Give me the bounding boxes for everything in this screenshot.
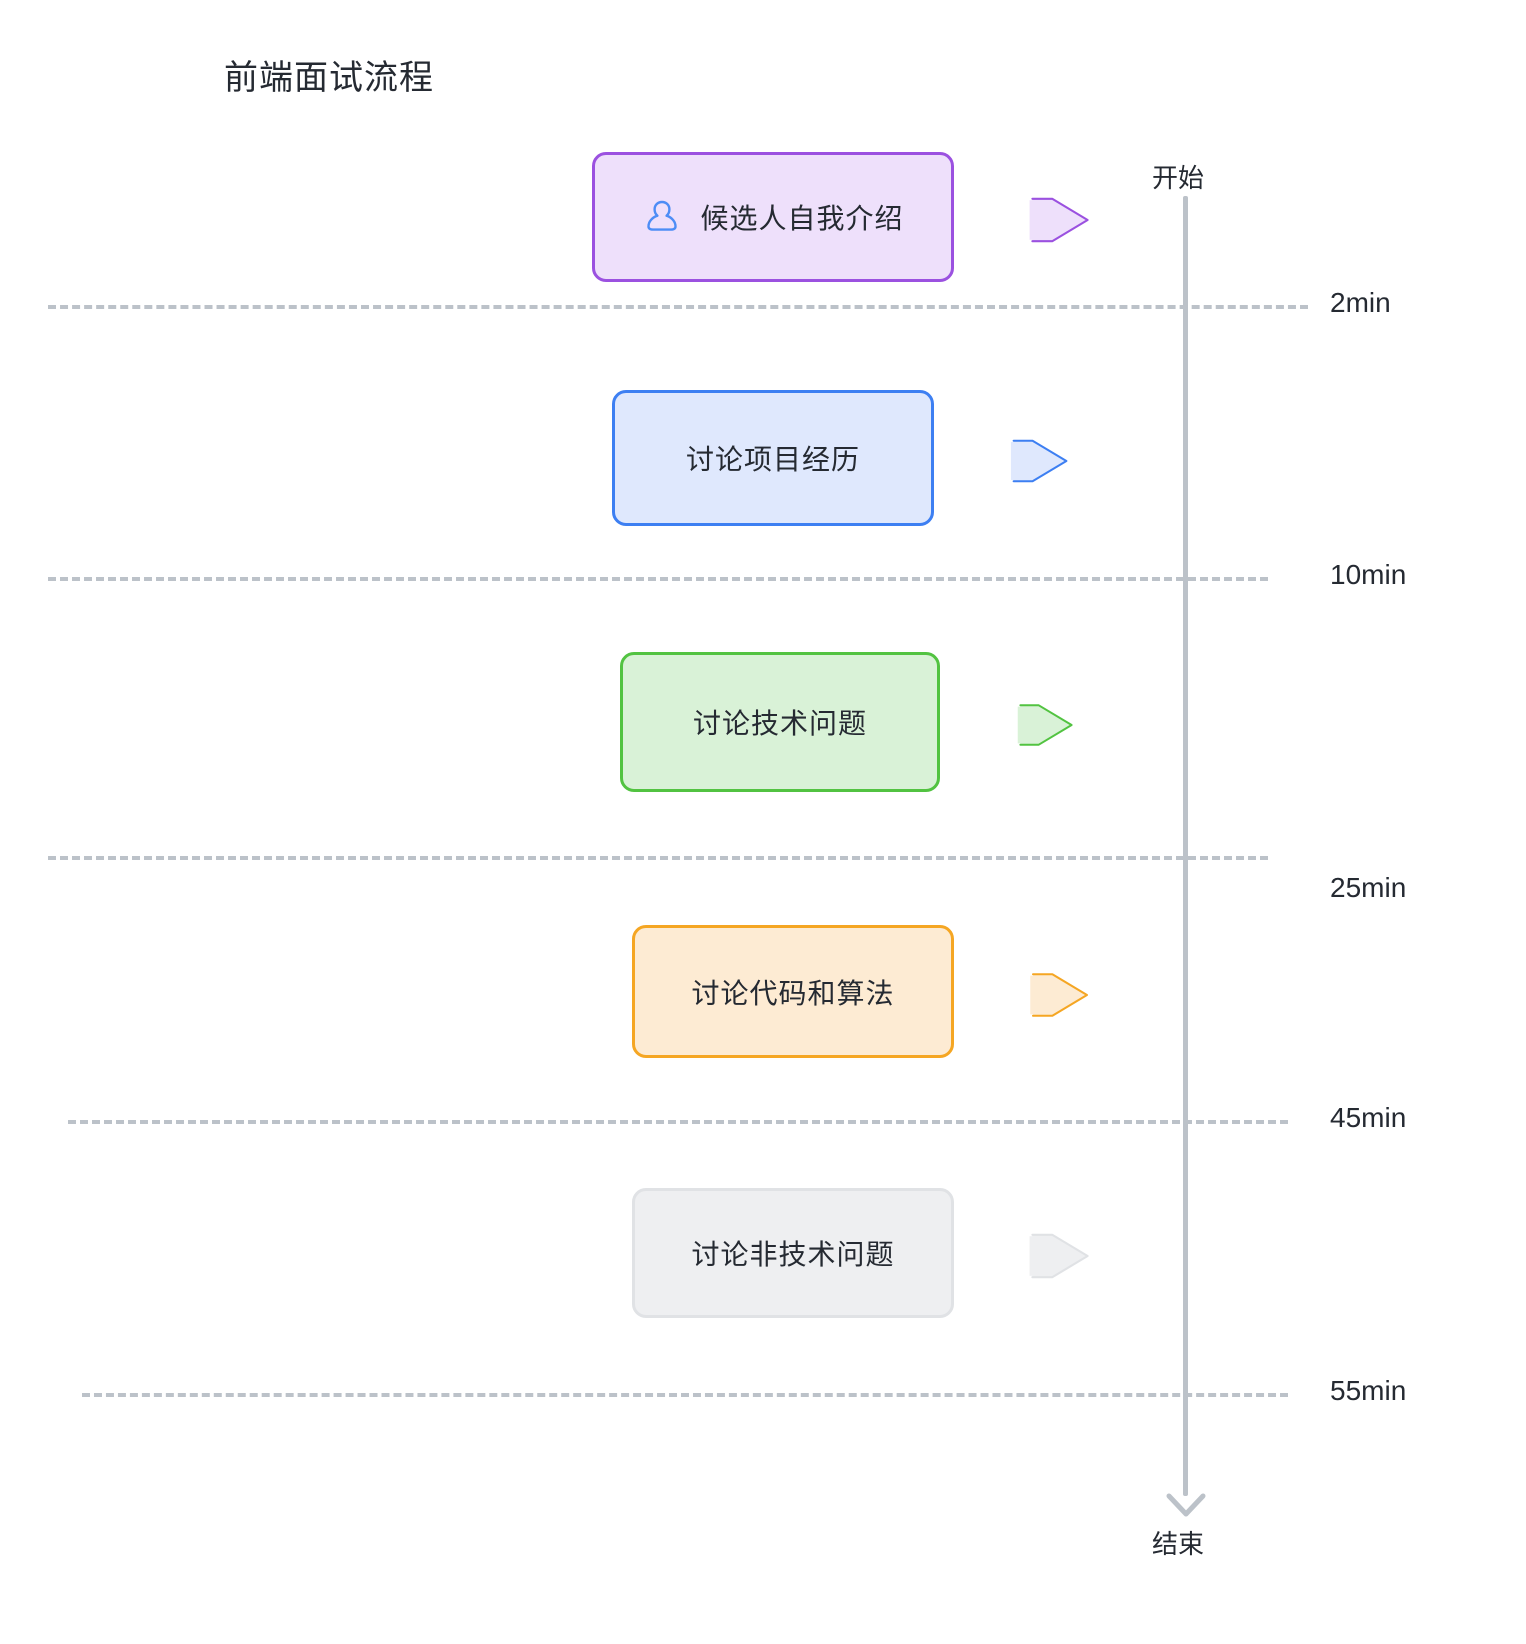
speech-bubble[interactable]: 讨论技术问题 bbox=[620, 652, 1073, 792]
bubble-content: 讨论技术问题 bbox=[693, 702, 867, 742]
speech-bubble[interactable]: 讨论项目经历 bbox=[612, 390, 1068, 526]
speech-bubble[interactable]: 候选人自我介绍 bbox=[592, 152, 1089, 282]
tick-dashed-line bbox=[48, 856, 1268, 860]
timeline-axis bbox=[1183, 196, 1188, 1496]
bubble-label: 讨论非技术问题 bbox=[691, 1239, 895, 1270]
bubble-content: 讨论代码和算法 bbox=[691, 972, 894, 1012]
bubble-tail bbox=[929, 393, 1068, 529]
bubble-label: 讨论技术问题 bbox=[692, 708, 867, 739]
page-title: 前端面试流程 bbox=[224, 59, 434, 97]
tick-label: 2min bbox=[1330, 287, 1391, 318]
tick-dashed-line bbox=[68, 1120, 1288, 1124]
bubble-tail bbox=[949, 155, 1089, 285]
stage-non-technical-questions[interactable]: 讨论非技术问题 bbox=[632, 1188, 1089, 1318]
tick-label: 10min bbox=[1330, 559, 1407, 590]
speech-bubble[interactable]: 讨论代码和算法 bbox=[632, 925, 1089, 1058]
bubble-content: 讨论非技术问题 bbox=[691, 1233, 894, 1273]
bubble-content: 讨论项目经历 bbox=[686, 438, 860, 478]
bubble-tail bbox=[949, 1191, 1089, 1321]
bubble-tail bbox=[949, 928, 1089, 1061]
stage-project-experience[interactable]: 讨论项目经历 bbox=[612, 390, 1068, 526]
bubble-label: 讨论项目经历 bbox=[685, 444, 860, 475]
tick-label: 45min bbox=[1330, 1102, 1407, 1133]
tick-label: 25min bbox=[1330, 872, 1407, 903]
tick-label: 55min bbox=[1330, 1375, 1407, 1406]
timeline-end-label: 结束 bbox=[1152, 1529, 1205, 1559]
tick-dashed-line bbox=[48, 305, 1308, 309]
stage-self-intro[interactable]: 候选人自我介绍 bbox=[592, 152, 1089, 282]
bubble-content: 候选人自我介绍 bbox=[642, 197, 903, 237]
timeline-start-label: 开始 bbox=[1152, 163, 1205, 193]
tick-dashed-line bbox=[82, 1393, 1288, 1397]
bubble-label: 候选人自我介绍 bbox=[700, 203, 904, 234]
stage-technical-questions[interactable]: 讨论技术问题 bbox=[620, 652, 1073, 792]
speech-bubble[interactable]: 讨论非技术问题 bbox=[632, 1188, 1089, 1318]
down-arrow-icon bbox=[1163, 1476, 1209, 1522]
tick-dashed-line bbox=[48, 577, 1268, 581]
stage-code-and-algorithms[interactable]: 讨论代码和算法 bbox=[632, 925, 1089, 1058]
bubble-label: 讨论代码和算法 bbox=[691, 977, 895, 1009]
bubble-tail bbox=[935, 655, 1073, 795]
user-icon bbox=[642, 197, 682, 237]
